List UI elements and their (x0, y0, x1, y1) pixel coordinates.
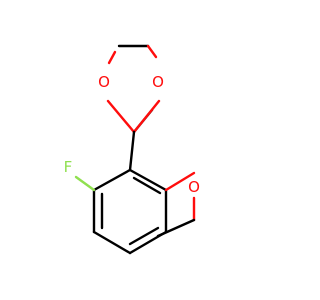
atom-labels: O O F O (64, 73, 200, 196)
oxygen-label-3: O (188, 178, 200, 196)
bond-c4-o3 (146, 44, 158, 59)
bond-c-f (74, 175, 96, 192)
molecule-structure (74, 44, 196, 255)
structure-canvas: O O F O (64, 44, 200, 255)
oxygen-label-2: O (152, 73, 164, 91)
bond-ar1-inner (132, 176, 162, 195)
bond-o1-c5 (107, 50, 117, 65)
bond-o3-c2 (132, 99, 161, 134)
bond-ar3-inner (128, 226, 160, 246)
oxygen-label-1: O (98, 73, 110, 91)
bond-ar6 (92, 168, 132, 192)
bond-c-o-ether (164, 171, 196, 192)
bond-ar4 (92, 230, 132, 255)
bond-ch2-ch3 (156, 218, 196, 238)
bond-c2-o1 (106, 99, 136, 134)
bond-c2-caryl (128, 130, 136, 172)
fluorine-label: F (64, 158, 73, 176)
bond-ar1 (128, 168, 168, 192)
